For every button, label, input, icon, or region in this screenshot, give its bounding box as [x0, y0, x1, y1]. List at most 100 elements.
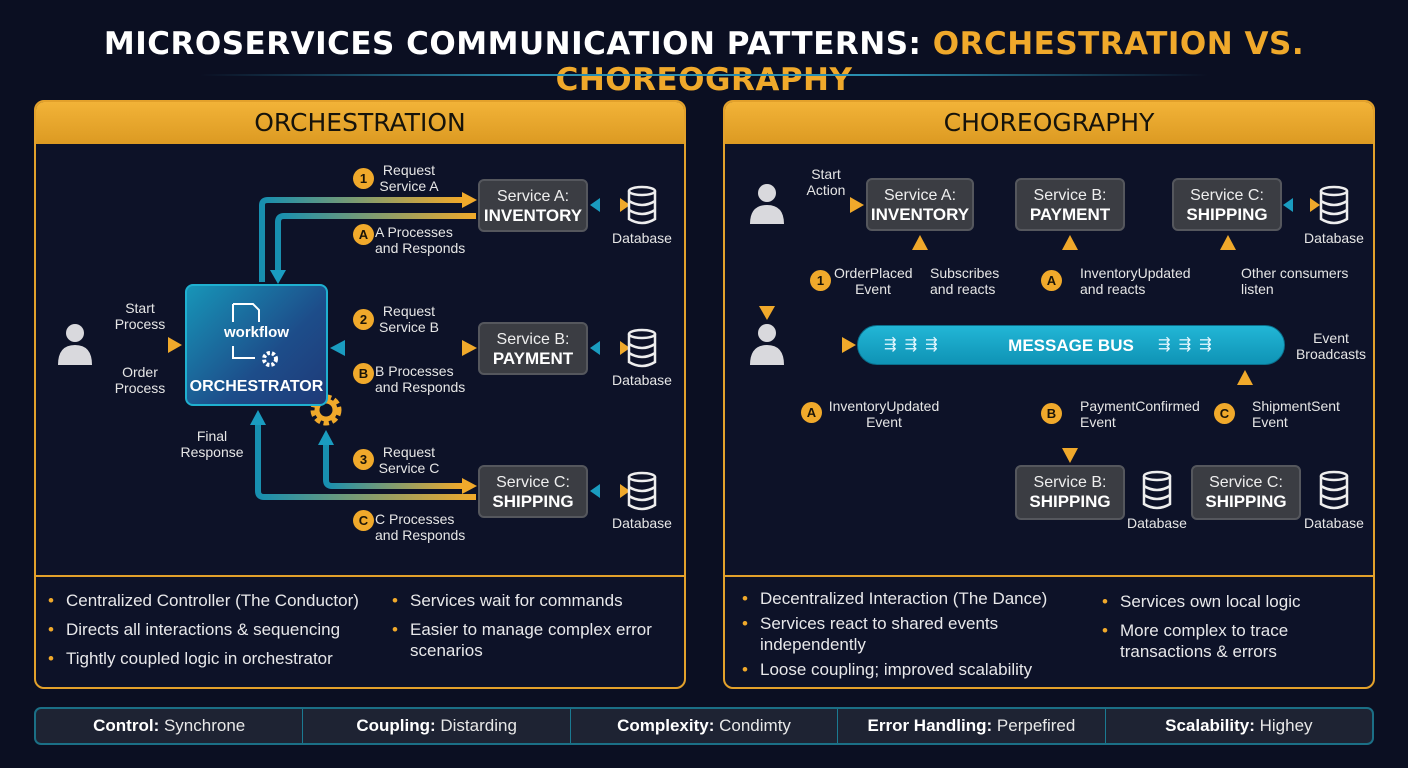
comparison-key: Error Handling: — [867, 716, 993, 735]
service-line1: Service A: — [496, 188, 570, 205]
step-label: Request Service C — [378, 444, 440, 476]
event-flow-icons: ⇶⇶⇶ — [1158, 336, 1220, 353]
bullet: Services wait for commands — [390, 590, 680, 611]
message-bus-label: MESSAGE BUS — [1008, 336, 1134, 355]
service-line1: Service C: — [1209, 474, 1283, 491]
bullet: Decentralized Interaction (The Dance) — [740, 588, 1080, 609]
step-badge: 2 — [353, 309, 374, 330]
service-b-payment[interactable]: Service B:PAYMENT — [1015, 178, 1125, 231]
comparison-value: Condimty — [719, 716, 791, 735]
message-bus[interactable]: MESSAGE BUS ⇶⇶⇶ ⇶⇶⇶ — [857, 325, 1285, 365]
service-line2: SHIPPING — [1029, 492, 1111, 511]
step-badge: C — [353, 510, 374, 531]
database-icon — [1142, 185, 1349, 510]
database-label: Database — [1304, 230, 1364, 246]
workflow-label: workflow — [223, 324, 289, 341]
bullet: Loose coupling; improved scalability — [740, 659, 1080, 680]
user-icon — [750, 324, 784, 365]
database-label: Database — [612, 230, 672, 246]
service-a-inventory[interactable]: Service A:INVENTORY — [478, 179, 588, 232]
step-badge: 1 — [353, 168, 374, 189]
event-label: Other consumers listen — [1241, 265, 1349, 297]
bullet: Easier to manage complex error scenarios — [390, 619, 680, 661]
event-label: ShipmentSent Event — [1252, 398, 1340, 430]
service-line1: Service B: — [1033, 474, 1107, 491]
service-c-shipping[interactable]: Service C:SHIPPING — [1172, 178, 1282, 231]
comparison-value: Synchrone — [163, 716, 246, 735]
comparison-complexity: Complexity: Condimty — [571, 709, 839, 743]
comparison-scalability: Scalability: Highey — [1106, 709, 1372, 743]
step-label: B Processes and Responds — [375, 363, 466, 395]
bullet: Directs all interactions & sequencing — [46, 619, 386, 640]
step-badge: A — [353, 224, 374, 245]
bullet: Centralized Controller (The Conductor) — [46, 590, 386, 611]
service-line2: SHIPPING — [1186, 205, 1268, 224]
arrow-response-a — [275, 213, 476, 270]
comparison-error-handling: Error Handling: Perpefired — [838, 709, 1106, 743]
event-label: OrderPlaced Event — [834, 265, 913, 297]
service-line1: Service B: — [496, 331, 570, 348]
event-badge: A — [801, 402, 822, 423]
event-badge: C — [1214, 403, 1235, 424]
database-label: Database — [612, 515, 672, 531]
comparison-key: Coupling: — [356, 716, 436, 735]
event-broadcasts-label: Event Broadcasts — [1295, 330, 1367, 362]
service-c-shipping[interactable]: Service C:SHIPPING — [478, 465, 588, 518]
event-badge: B — [1041, 403, 1062, 424]
user-icon — [750, 184, 784, 224]
step-badge: B — [353, 363, 374, 384]
service-c-shipping-bottom[interactable]: Service C:SHIPPING — [1191, 465, 1301, 520]
start-action-label: Start Action — [806, 166, 846, 198]
service-b-payment[interactable]: Service B:PAYMENT — [478, 322, 588, 375]
divider — [725, 575, 1373, 577]
bullet: Tightly coupled logic in orchestrator — [46, 648, 386, 669]
title-divider — [200, 74, 1208, 76]
comparison-bar: Control: Synchrone Coupling: Distarding … — [34, 707, 1374, 745]
comparison-value: Highey — [1259, 716, 1313, 735]
service-b-shipping[interactable]: Service B:SHIPPING — [1015, 465, 1125, 520]
arrow-request-a — [259, 197, 462, 282]
step-label: Request Service A — [379, 162, 439, 194]
service-line2: PAYMENT — [1029, 205, 1111, 224]
final-response-label: Final Response — [180, 428, 244, 460]
arrow-request-c — [323, 445, 462, 489]
event-label: InventoryUpdated and reacts — [1080, 265, 1191, 297]
event-flow-icons: ⇶⇶⇶ — [884, 336, 946, 353]
step-badge: 3 — [353, 449, 374, 470]
comparison-key: Complexity: — [617, 716, 715, 735]
event-label: Subscribes and reacts — [930, 265, 1000, 297]
event-badge: A — [1041, 270, 1062, 291]
service-a-inventory[interactable]: Service A:INVENTORY — [866, 178, 974, 231]
event-badge: 1 — [810, 270, 831, 291]
title-highlight: ORCHESTRATION VS. CHOREOGRAPHY — [555, 26, 1305, 98]
step-label: C Processes and Responds — [375, 511, 466, 543]
panel-header: ORCHESTRATION — [36, 102, 684, 144]
step-label: Request Service B — [379, 303, 439, 335]
arrow-final-response — [255, 425, 476, 500]
comparison-value: Perpefired — [996, 716, 1076, 735]
orchestrator-label: ORCHESTRATOR — [189, 378, 324, 395]
database-label: Database — [612, 372, 672, 388]
bullet: More complex to trace transactions & err… — [1100, 620, 1330, 662]
event-label: InventoryUpdated Event — [828, 398, 940, 430]
comparison-value: Distarding — [440, 716, 517, 735]
user-icon — [58, 324, 92, 365]
comparison-key: Scalability: — [1165, 716, 1255, 735]
service-line2: INVENTORY — [870, 205, 970, 224]
service-line2: PAYMENT — [492, 349, 574, 368]
step-label: A Processes and Responds — [375, 224, 466, 256]
comparison-coupling: Coupling: Distarding — [303, 709, 571, 743]
panel-header: CHOREOGRAPHY — [725, 102, 1373, 144]
service-line1: Service B: — [1033, 187, 1107, 204]
service-line2: INVENTORY — [483, 206, 583, 225]
comparison-key: Control: — [93, 716, 160, 735]
service-line1: Service A: — [883, 187, 957, 204]
orchestrator-box[interactable]: workflow ORCHESTRATOR — [185, 284, 328, 406]
service-line1: Service C: — [496, 474, 570, 491]
comparison-control: Control: Synchrone — [36, 709, 304, 743]
title-part1: MICROSERVICES COMMUNICATION PATTERNS: — [103, 26, 933, 62]
event-label: PaymentConfirmed Event — [1080, 398, 1200, 430]
service-line2: SHIPPING — [1205, 492, 1287, 511]
service-line2: SHIPPING — [492, 492, 574, 511]
